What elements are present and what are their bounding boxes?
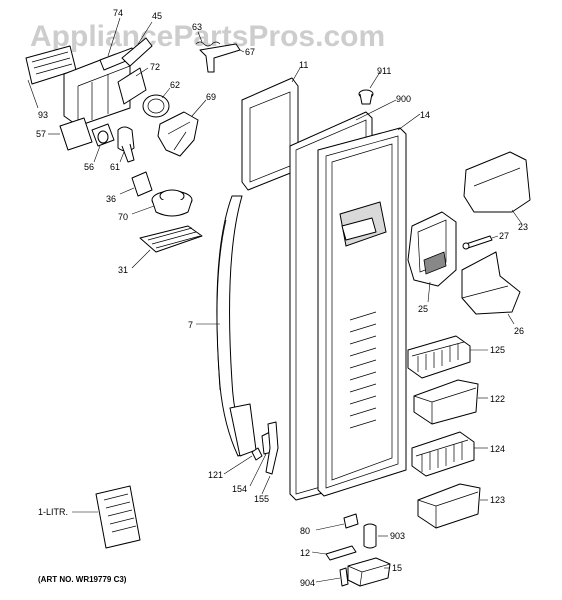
- part-36-bracket[interactable]: [119, 171, 153, 197]
- callout-900: 900: [396, 94, 411, 104]
- callout-69: 69: [206, 92, 216, 102]
- callout-31: 31: [118, 265, 128, 275]
- watermark: AppliancePartsPros.com: [30, 20, 385, 53]
- part-911-cap[interactable]: [358, 71, 381, 105]
- callout-57: 57: [36, 129, 46, 139]
- part-45-bracket[interactable]: [121, 21, 153, 67]
- callout-1-litr: 1-LITR.: [38, 507, 68, 517]
- callout-123: 123: [490, 495, 505, 505]
- callout-70: 70: [118, 212, 128, 222]
- callout-154: 154: [232, 484, 247, 494]
- callout-63: 63: [192, 22, 202, 32]
- part-124-wire-shelf[interactable]: [411, 431, 488, 477]
- callout-72: 72: [150, 62, 160, 72]
- callout-61: 61: [110, 162, 120, 172]
- callout-125: 125: [490, 345, 505, 355]
- part-56-motor[interactable]: [91, 123, 115, 163]
- callout-14: 14: [420, 110, 430, 120]
- part-80-bushing[interactable]: [315, 513, 359, 531]
- callout-155: 155: [254, 494, 269, 504]
- callout-74: 74: [113, 8, 123, 18]
- part-7-handle[interactable]: [196, 195, 257, 457]
- part-123-bin[interactable]: [417, 483, 488, 529]
- part-23-cover[interactable]: [463, 151, 531, 225]
- callout-122: 122: [490, 394, 505, 404]
- callout-903: 903: [390, 531, 405, 541]
- part-12-bracket[interactable]: [311, 545, 357, 561]
- door-shelf-ribs: [349, 311, 377, 429]
- callout-904: 904: [300, 578, 315, 588]
- part-61-solenoid[interactable]: [117, 126, 135, 163]
- callout-56: 56: [84, 162, 94, 172]
- part-67-lever[interactable]: [199, 43, 245, 73]
- callout-23: 23: [518, 222, 528, 232]
- callout-121: 121: [208, 470, 223, 480]
- callout-67: 67: [245, 47, 255, 57]
- callout-80: 80: [300, 526, 310, 536]
- callout-7: 7: [188, 320, 193, 330]
- part-15-housing[interactable]: [347, 557, 391, 587]
- callout-36: 36: [106, 194, 116, 204]
- callout-27: 27: [499, 231, 509, 241]
- part-70-funnel[interactable]: [131, 189, 193, 217]
- callout-11: 11: [299, 60, 308, 70]
- part-904-screw[interactable]: [315, 567, 349, 587]
- part-69-actuator[interactable]: [157, 99, 207, 157]
- art-number: (ART NO. WR19779 C3): [38, 575, 127, 584]
- part-litr-manual[interactable]: [72, 485, 141, 549]
- part-122-bin[interactable]: [413, 379, 488, 425]
- part-26-bin[interactable]: [461, 251, 521, 325]
- callout-93: 93: [38, 110, 48, 120]
- part-57-switch[interactable]: [48, 117, 93, 151]
- part-14-door-gasket[interactable]: [317, 113, 421, 497]
- callout-45: 45: [152, 11, 162, 21]
- part-25-ice-chute[interactable]: [407, 211, 457, 303]
- callout-15: 15: [392, 563, 402, 573]
- part-903-cylinder[interactable]: [363, 523, 388, 549]
- callout-26: 26: [514, 326, 524, 336]
- part-121-screw[interactable]: [223, 447, 263, 475]
- part-155-hinge[interactable]: [261, 421, 279, 495]
- callout-62: 62: [170, 80, 180, 90]
- part-125-wire-shelf[interactable]: [407, 335, 488, 379]
- part-27-screw[interactable]: [462, 235, 499, 250]
- callout-12: 12: [300, 548, 310, 558]
- part-72-shield[interactable]: [117, 67, 149, 105]
- callout-911: 911: [377, 66, 391, 76]
- callout-124: 124: [490, 444, 505, 454]
- part-63-spring[interactable]: [195, 31, 221, 47]
- callout-25: 25: [418, 304, 428, 314]
- part-31-drip-tray[interactable]: [131, 225, 203, 269]
- part-62-ring[interactable]: [142, 87, 171, 118]
